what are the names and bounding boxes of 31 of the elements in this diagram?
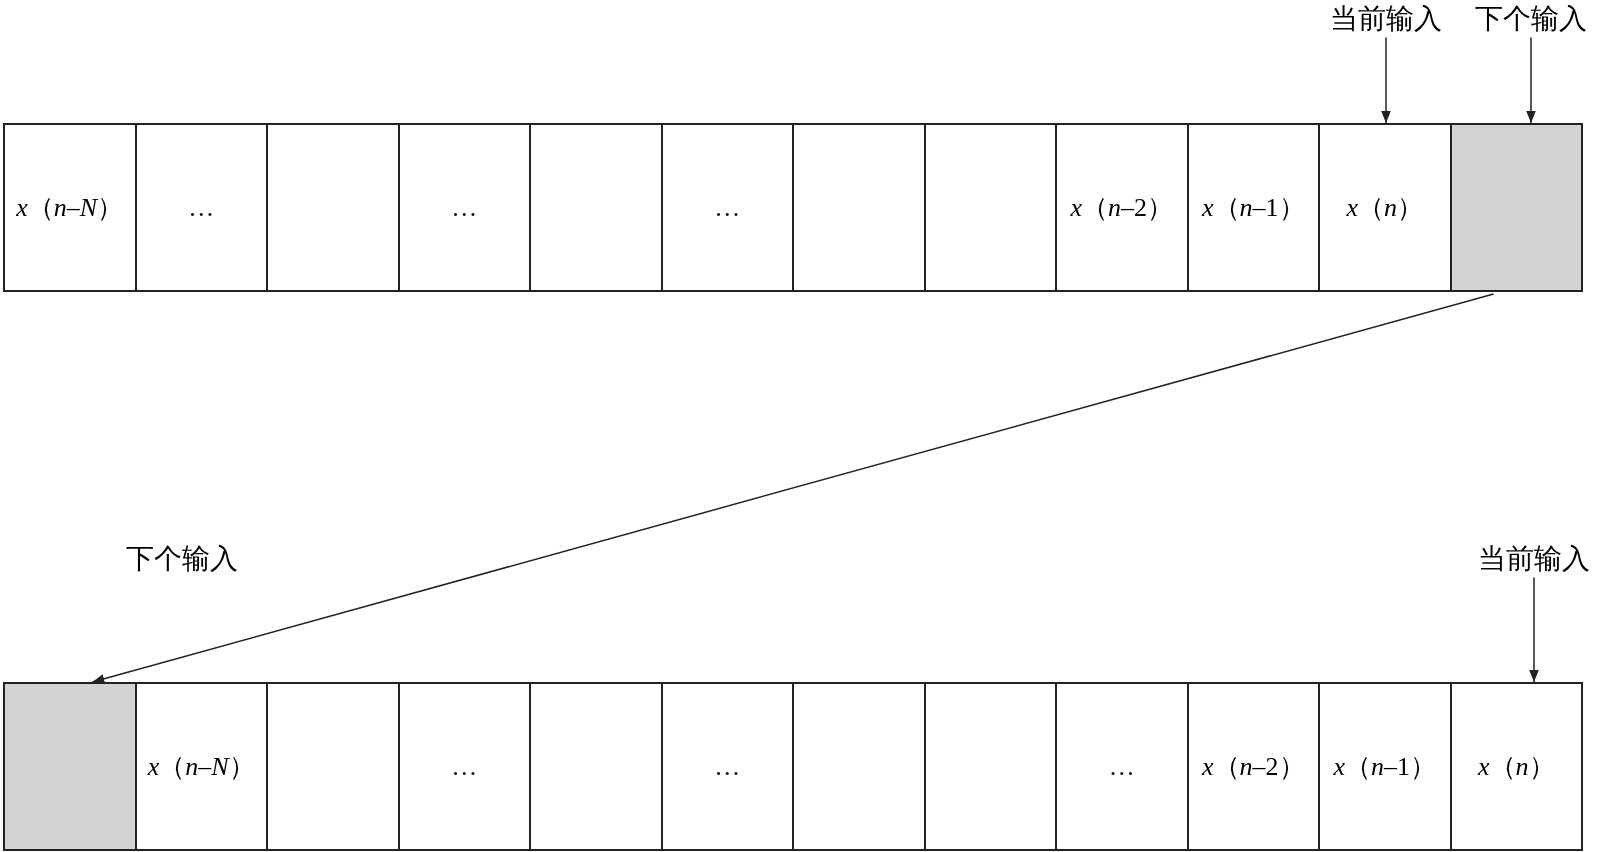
buffer-cell <box>792 682 926 851</box>
buffer-cell: … <box>660 123 794 292</box>
buffer-cell: … <box>660 682 794 851</box>
buffer-cell: … <box>397 682 531 851</box>
input-label: 当前输入 <box>1478 542 1590 576</box>
highlighted-buffer-cell <box>3 682 137 851</box>
cell-caption: 下个输入 <box>126 542 238 576</box>
arrow <box>1529 576 1539 683</box>
buffer-cell: … <box>1055 682 1189 851</box>
buffer-cell <box>529 682 663 851</box>
buffer-cell <box>923 123 1057 292</box>
arrow <box>91 293 1495 684</box>
buffer-cell <box>792 123 926 292</box>
buffer-cell <box>529 123 663 292</box>
buffer-cell: x（n–2） <box>1055 123 1189 292</box>
buffer-cell: x（n） <box>1449 682 1583 851</box>
input-label: 下个输入 <box>1475 2 1587 36</box>
buffer-cell: x（n–N） <box>3 123 137 292</box>
input-label: 当前输入 <box>1330 2 1442 36</box>
buffer-cell <box>923 682 1057 851</box>
buffer-cell: x（n–1） <box>1318 682 1452 851</box>
buffer-cell: x（n–N） <box>134 682 268 851</box>
buffer-cell: … <box>134 123 268 292</box>
buffer-cell <box>266 123 400 292</box>
arrow <box>1381 36 1391 124</box>
buffer-cell: x（n–2） <box>1186 682 1320 851</box>
buffer-cell: … <box>397 123 531 292</box>
buffer-cell: x（n–1） <box>1186 123 1320 292</box>
buffer-cell <box>266 682 400 851</box>
arrow <box>1526 36 1536 124</box>
highlighted-buffer-cell <box>1449 123 1583 292</box>
